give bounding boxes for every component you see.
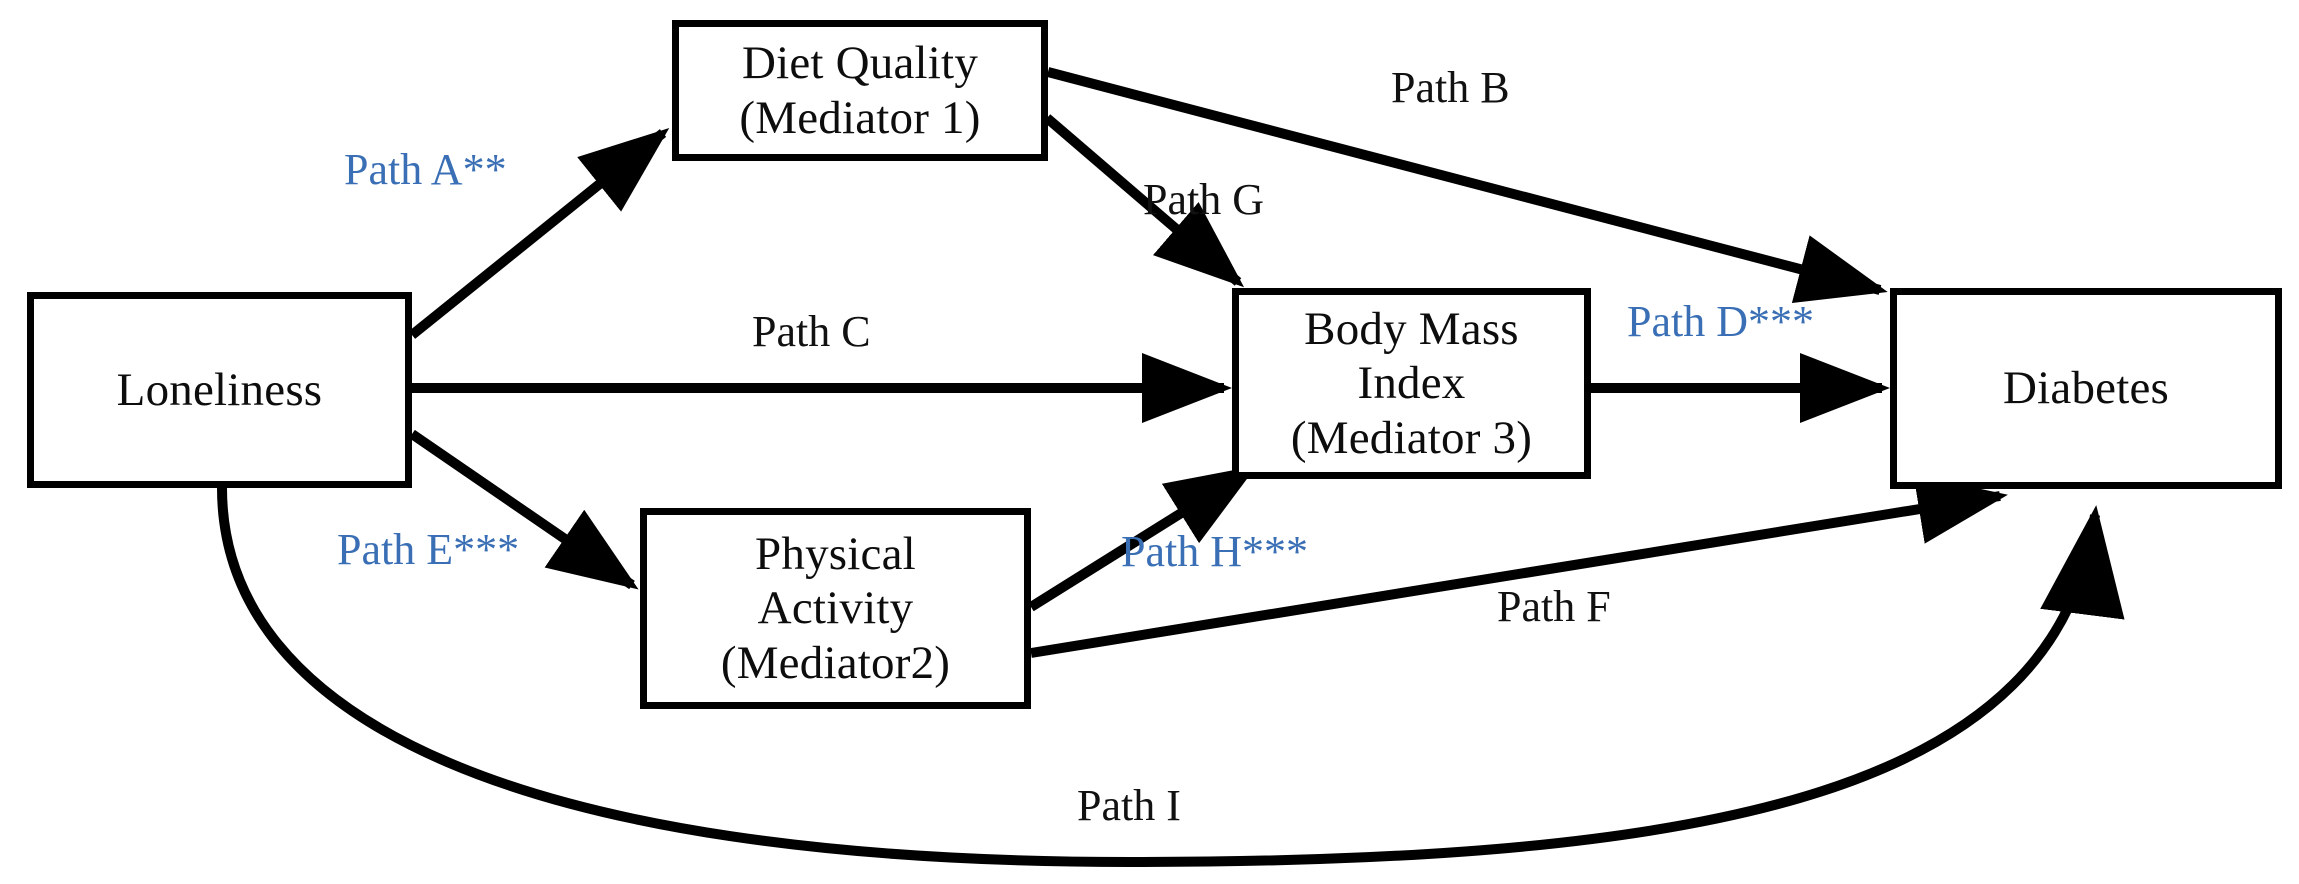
node-diet-quality-label: Diet Quality (Mediator 1) bbox=[739, 36, 981, 144]
edge-path-b bbox=[1046, 67, 1888, 304]
edge-label-path-g: Path G bbox=[1143, 175, 1264, 224]
node-physical-activity[interactable]: Physical Activity (Mediator2) bbox=[640, 508, 1031, 709]
edge-path-i bbox=[217, 487, 2125, 868]
edge-path-h bbox=[1028, 465, 1257, 612]
node-diabetes-label: Diabetes bbox=[2002, 362, 2170, 415]
edge-label-path-b: Path B bbox=[1391, 63, 1510, 112]
node-body-mass-index-label: Body Mass Index (Mediator 3) bbox=[1290, 302, 1533, 464]
edge-path-e bbox=[409, 429, 639, 590]
node-loneliness-label: Loneliness bbox=[116, 363, 323, 416]
edge-path-f bbox=[1030, 474, 2008, 658]
edge-path-a bbox=[408, 127, 670, 339]
node-loneliness[interactable]: Loneliness bbox=[27, 292, 412, 488]
edge-label-path-d: Path D*** bbox=[1627, 297, 1814, 346]
edge-path-g bbox=[1043, 114, 1245, 288]
edge-label-path-h: Path H*** bbox=[1121, 527, 1308, 576]
node-diet-quality[interactable]: Diet Quality (Mediator 1) bbox=[672, 20, 1048, 161]
edge-label-path-i: Path I bbox=[1077, 781, 1181, 830]
edge-label-path-e: Path E*** bbox=[337, 525, 520, 574]
edge-label-path-a: Path A** bbox=[344, 145, 507, 194]
edge-label-path-c: Path C bbox=[752, 307, 871, 356]
node-physical-activity-label: Physical Activity (Mediator2) bbox=[720, 527, 951, 689]
node-body-mass-index[interactable]: Body Mass Index (Mediator 3) bbox=[1232, 288, 1591, 479]
node-diabetes[interactable]: Diabetes bbox=[1890, 288, 2282, 489]
edge-label-path-f: Path F bbox=[1497, 582, 1611, 631]
